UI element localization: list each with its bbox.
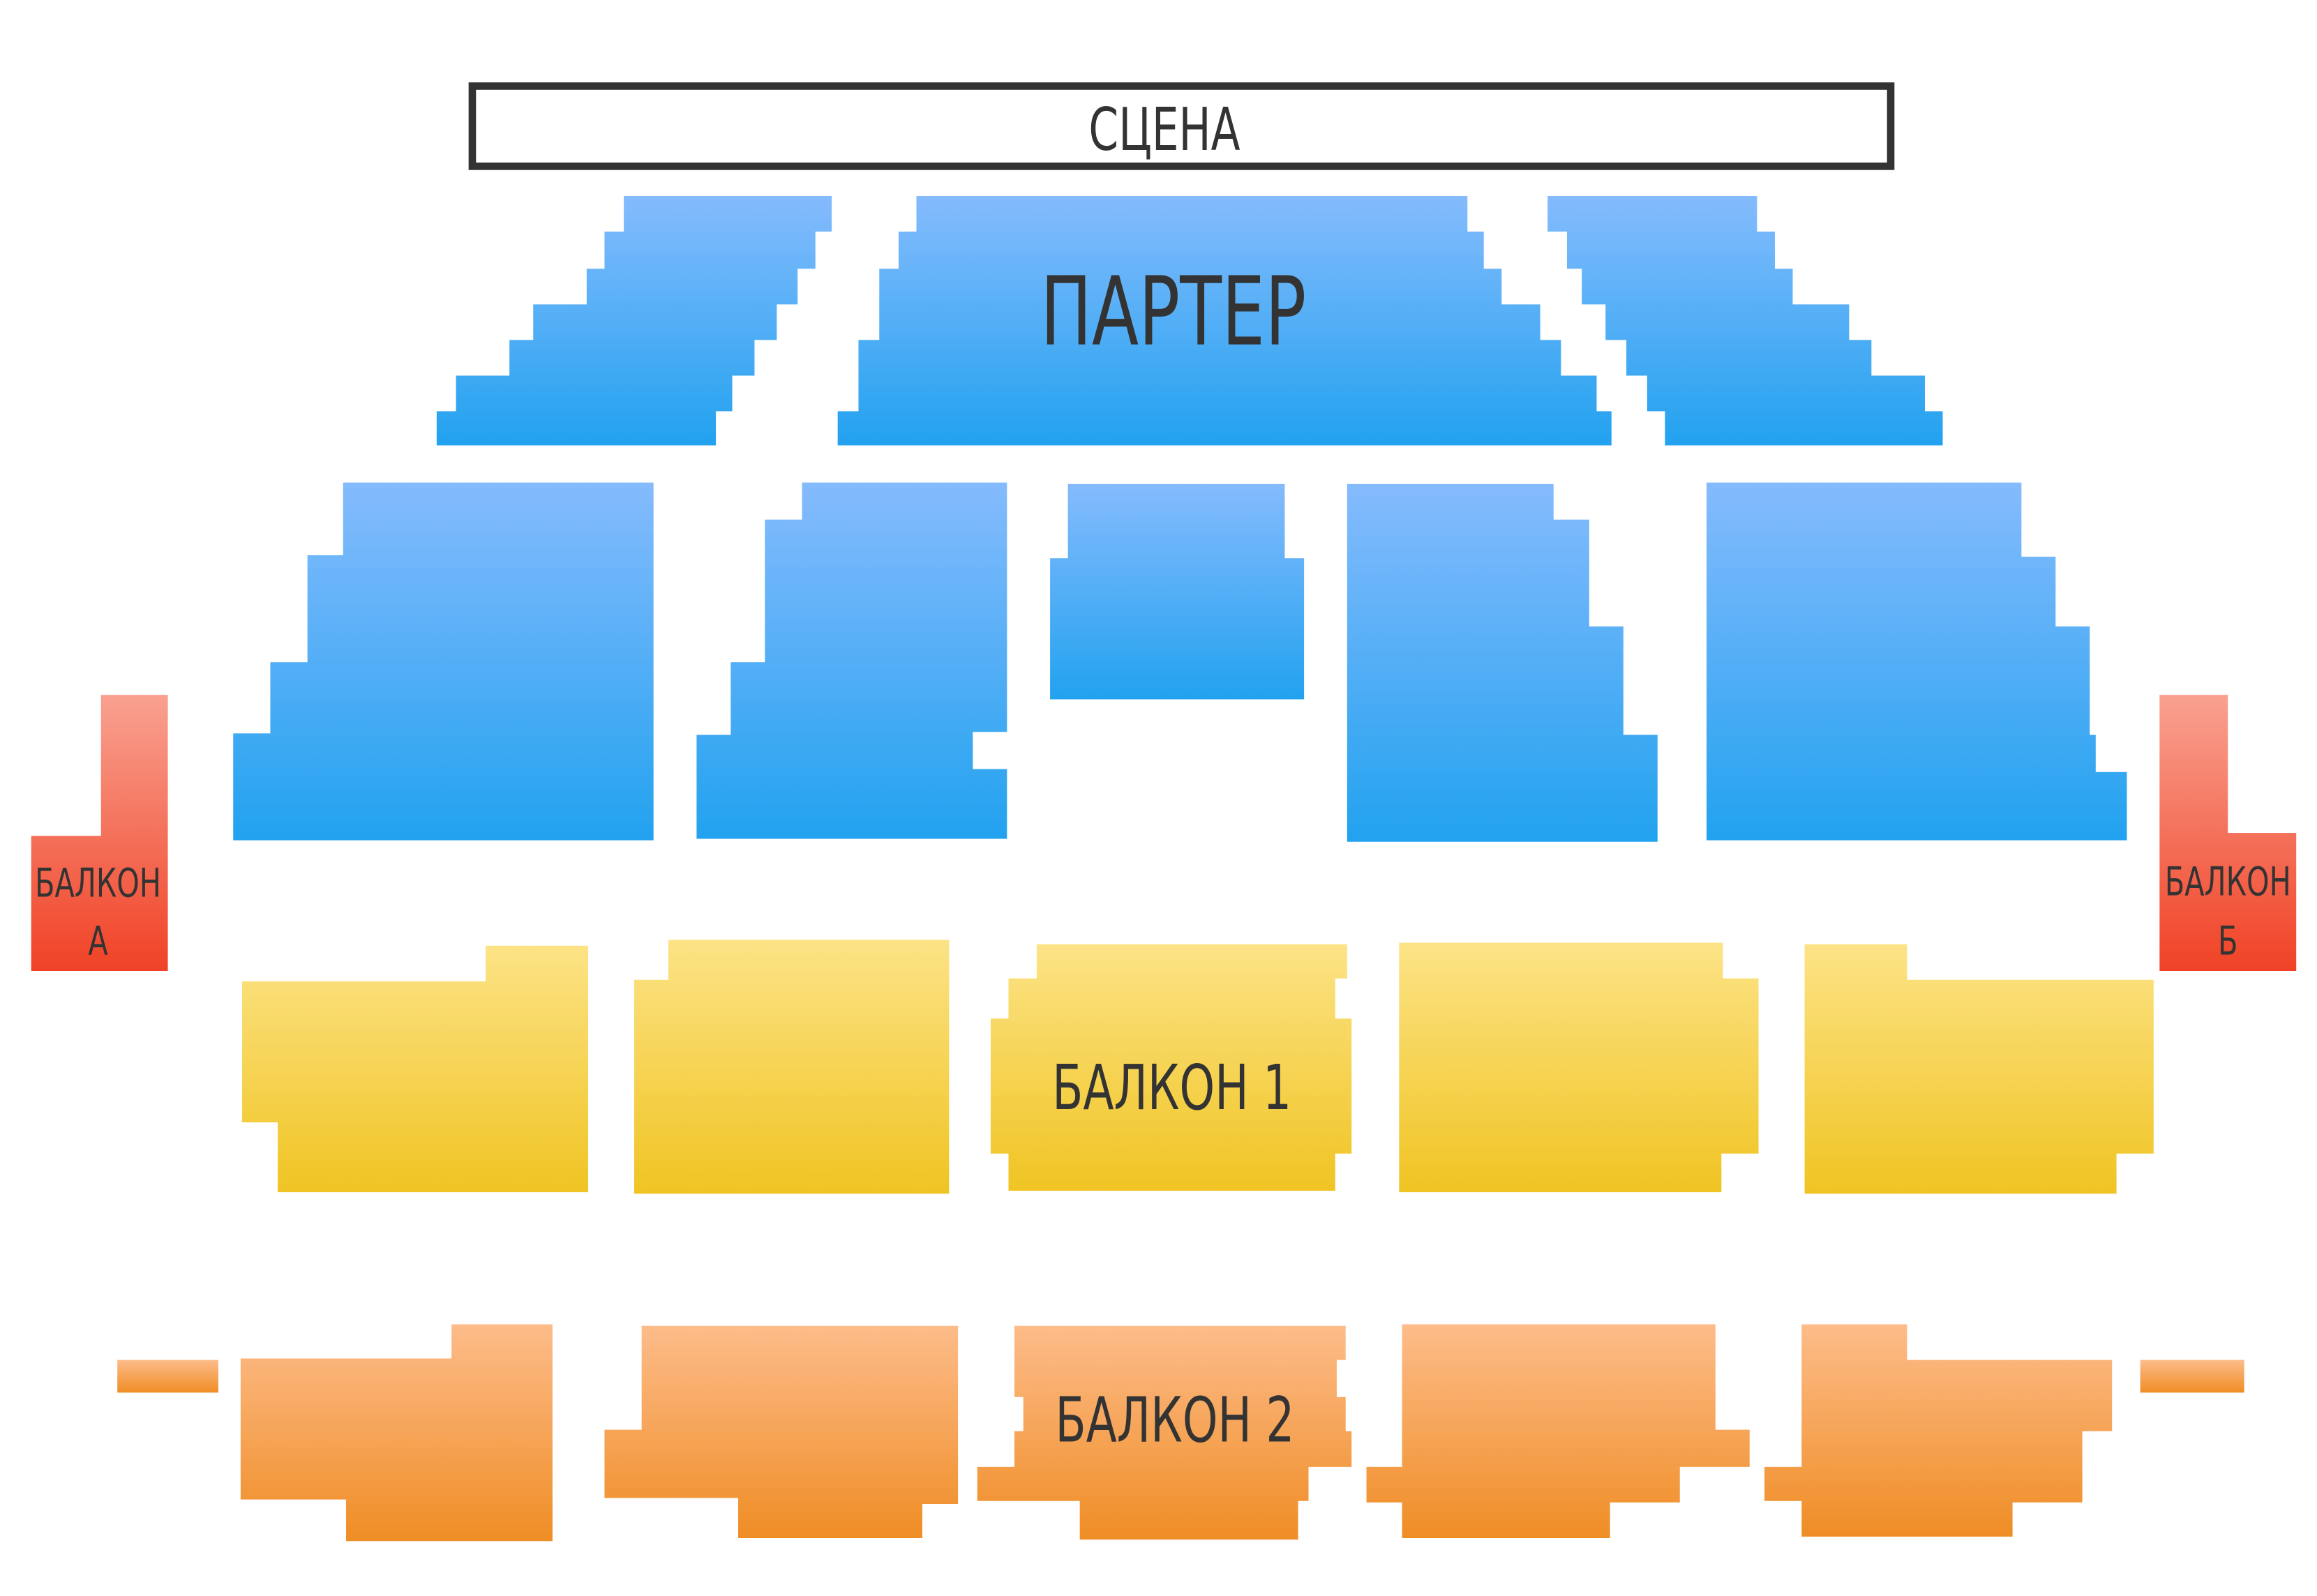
parterre-rear-block-4[interactable]: [1347, 483, 1658, 842]
balcony-1-label: БАЛКОН 1: [1052, 1052, 1291, 1124]
parterre-rear-block-5[interactable]: [1707, 482, 2127, 841]
parterre-front-center[interactable]: [837, 195, 1612, 446]
balcony-2-block-3[interactable]: [977, 1325, 1352, 1540]
balcony-b-zone[interactable]: [2159, 695, 2297, 971]
balcony-2-side-left[interactable]: [117, 1360, 218, 1393]
balcony-a-label-line1: БАЛКОН: [35, 860, 161, 907]
parterre-front-left[interactable]: [436, 195, 832, 446]
parterre-rear-block-1[interactable]: [233, 482, 654, 841]
balcony-1-block-4[interactable]: [1399, 942, 1759, 1193]
parterre-label: ПАРТЕР: [1040, 257, 1306, 367]
stage-label: СЦЕНА: [1088, 96, 1240, 165]
stage-box: [468, 82, 1895, 170]
balcony-a-zone[interactable]: [31, 695, 168, 971]
balcony-b[interactable]: БАЛКОН Б: [2159, 695, 2297, 971]
balcony-2-block-4[interactable]: [1366, 1324, 1750, 1538]
balcony-b-label-line2: Б: [2218, 918, 2237, 965]
balcony-1-block-3[interactable]: [990, 944, 1352, 1191]
balcony-1-block-5[interactable]: [1804, 944, 2154, 1194]
balcony-2-block-2[interactable]: [604, 1325, 959, 1538]
parterre-rear[interactable]: [233, 482, 2127, 842]
parterre-rear-block-3[interactable]: [1050, 483, 1305, 700]
balcony-2-block-5[interactable]: [1764, 1324, 2113, 1537]
balcony-a[interactable]: БАЛКОН А: [31, 695, 168, 971]
balcony-1-section[interactable]: БАЛКОН 1: [242, 940, 2154, 1194]
balcony-1-block-2[interactable]: [634, 940, 950, 1194]
balcony-2-section[interactable]: БАЛКОН 2: [117, 1324, 2244, 1542]
balcony-1-block-1[interactable]: [242, 945, 589, 1193]
parterre-rear-block-2[interactable]: [696, 482, 1007, 839]
balcony-b-label-line1: БАЛКОН: [2165, 859, 2291, 905]
balcony-2-block-1[interactable]: [240, 1324, 553, 1542]
balcony-a-label-line2: А: [88, 918, 107, 965]
parterre-front-right[interactable]: [1547, 195, 1943, 446]
balcony-2-side-right[interactable]: [2140, 1360, 2244, 1393]
parterre-section[interactable]: ПАРТЕР: [436, 195, 1943, 446]
stage: СЦЕНА: [468, 82, 1895, 170]
balcony-2-label: БАЛКОН 2: [1056, 1385, 1295, 1456]
